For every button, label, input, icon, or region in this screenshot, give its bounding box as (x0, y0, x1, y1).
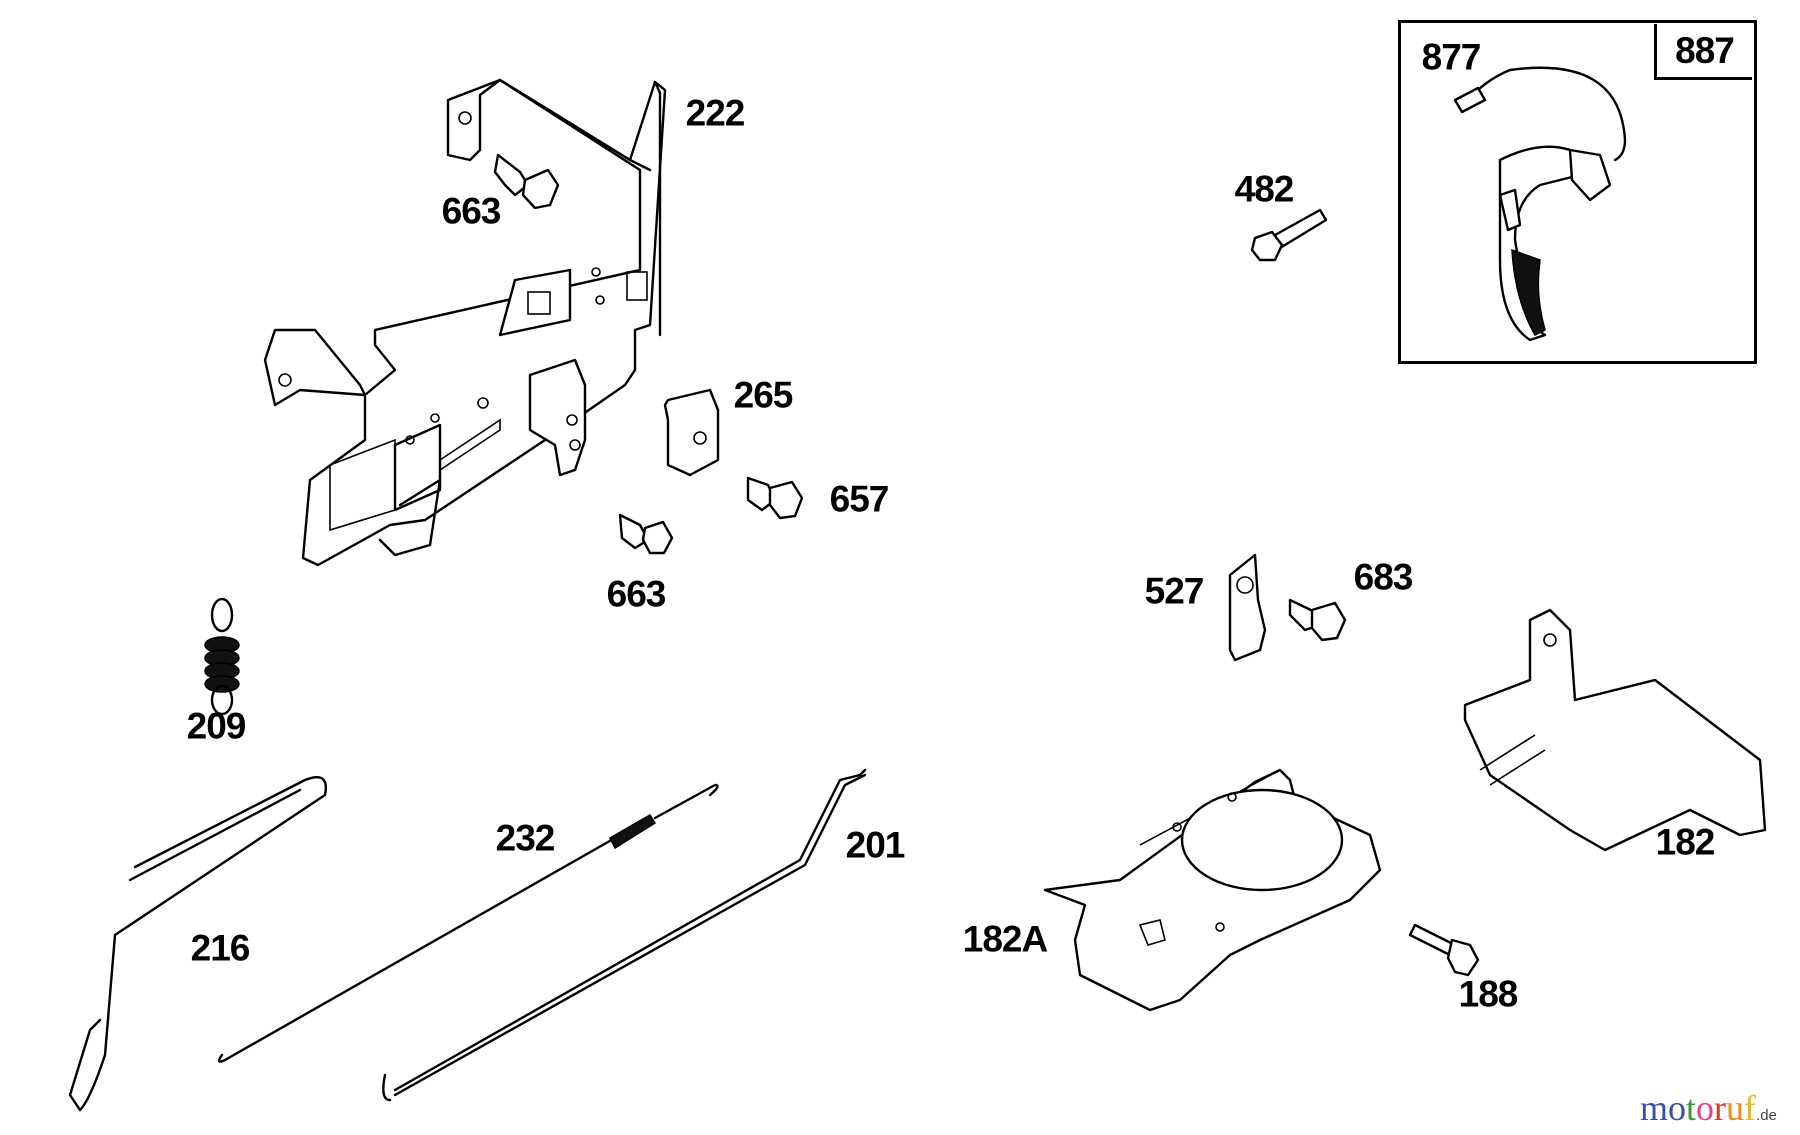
wm-tld: .de (1756, 1107, 1777, 1124)
wm-letter: o (1696, 1088, 1715, 1128)
label-683: 683 (1353, 556, 1414, 598)
label-482: 482 (1234, 168, 1295, 210)
label-222: 222 (685, 92, 746, 134)
label-232: 232 (495, 817, 556, 859)
label-265: 265 (733, 374, 794, 416)
wm-letter: m (1640, 1088, 1669, 1128)
part-216-choke-link (68, 775, 327, 1112)
part-182A-bracket (1043, 768, 1382, 1012)
wm-letter: f (1744, 1088, 1757, 1128)
part-188-bolt (1408, 923, 1480, 977)
wm-letter: u (1726, 1088, 1745, 1128)
part-482-bolt (1250, 208, 1328, 262)
label-201: 201 (845, 824, 906, 866)
label-527: 527 (1144, 570, 1205, 612)
part-265-clip (663, 388, 720, 477)
wm-letter: o (1668, 1088, 1687, 1128)
part-222-bracket (263, 78, 667, 567)
part-683-screw (1288, 598, 1347, 642)
label-657: 657 (829, 478, 890, 520)
kit-887-frame (1398, 20, 1757, 364)
part-877-armature (1453, 66, 1627, 342)
part-201-link-rod (382, 768, 867, 1102)
label-877: 877 (1421, 36, 1482, 78)
part-527-clamp (1228, 553, 1267, 662)
part-209-spring (204, 597, 240, 716)
wm-letter: r (1714, 1088, 1727, 1128)
watermark-logo: motoruf.de (1640, 1090, 1777, 1126)
part-663-screw-upper (493, 153, 560, 210)
label-663-lower: 663 (606, 573, 667, 615)
label-188: 188 (1458, 973, 1519, 1015)
label-209: 209 (186, 705, 247, 747)
label-887: 887 (1654, 24, 1752, 80)
label-182: 182 (1655, 821, 1716, 863)
part-182-guard (1463, 608, 1767, 852)
part-232-governor-link (217, 783, 719, 1063)
wm-letter: t (1686, 1088, 1697, 1128)
part-663-screw-lower (618, 513, 674, 555)
part-657-screw (746, 476, 804, 520)
label-216: 216 (190, 927, 251, 969)
label-182A: 182A (962, 918, 1048, 960)
label-663-upper: 663 (441, 190, 502, 232)
